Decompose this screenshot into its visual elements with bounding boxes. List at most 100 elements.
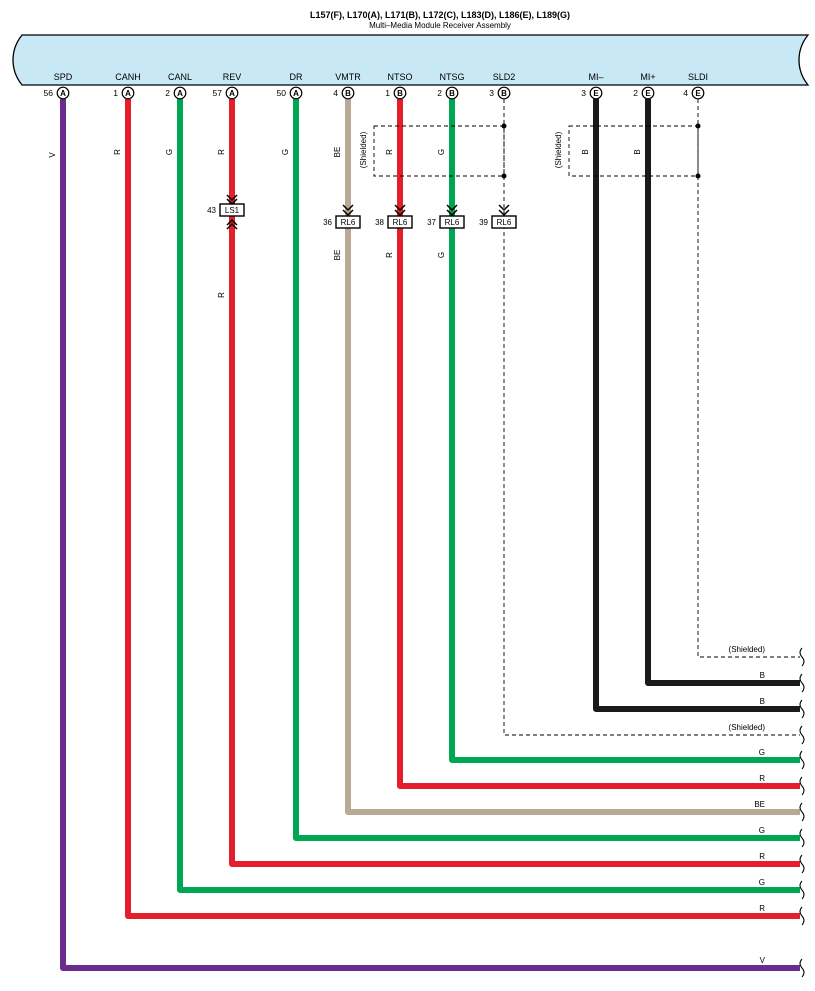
chevron-down-icon <box>226 194 238 206</box>
shield-outline <box>373 125 505 177</box>
shield-junction <box>695 173 701 179</box>
connector-label: RL6 <box>341 218 356 227</box>
wire-end-label: B <box>760 697 765 706</box>
wire-break-icon <box>799 828 805 848</box>
connector-letter: A <box>177 89 183 98</box>
connector-letter: A <box>125 89 131 98</box>
pin-number: 2 <box>633 88 638 98</box>
module-receiver-assembly <box>12 34 810 86</box>
wire-color-label: R <box>113 149 122 155</box>
pin-number: 4 <box>333 88 338 98</box>
connector-cavity-number: 39 <box>479 218 488 227</box>
wire-ntsg <box>449 99 800 763</box>
wire-break-marks <box>799 647 805 978</box>
pin-terminal <box>56 86 70 100</box>
wire-spd <box>60 99 800 971</box>
wire-dr <box>293 99 800 841</box>
pin-name: REV <box>223 72 242 82</box>
pin-name: NTSO <box>387 72 412 82</box>
connector-letter: B <box>345 89 351 98</box>
wire-color-label: BE <box>333 147 342 158</box>
chevron-down-icon <box>342 204 354 217</box>
shield-layer: (Shielded)(Shielded) <box>359 123 701 179</box>
pin-name: CANL <box>168 72 192 82</box>
shield-junction <box>501 173 507 179</box>
wire-color-label: B <box>633 149 642 154</box>
pin-terminal <box>121 86 135 100</box>
pin-terminal <box>691 86 705 100</box>
pin-number: 56 <box>44 88 54 98</box>
pin-number: 1 <box>385 88 390 98</box>
pin-name: SLDI <box>688 72 708 82</box>
chevron-up-icon <box>226 218 238 230</box>
pin-terminal <box>173 86 187 100</box>
chevron-down-icon <box>446 204 458 217</box>
connector-letter: B <box>449 89 455 98</box>
pin-terminal <box>497 86 511 100</box>
wire-end-label: (Shielded) <box>729 723 766 732</box>
wire-color-label: R <box>217 149 226 155</box>
diagram-subtitle: Multi–Media Module Receiver Assembly <box>369 21 511 30</box>
pin-number: 50 <box>277 88 287 98</box>
wire-color-label: R <box>385 252 394 258</box>
chevron-down-icon <box>498 204 510 217</box>
connector-letter: B <box>501 89 507 98</box>
shield-junction <box>695 123 701 129</box>
wire-break-icon <box>799 906 805 926</box>
wire-color-label: G <box>437 252 446 258</box>
diagram-title: L157(F), L170(A), L171(B), L172(C), L183… <box>310 10 570 20</box>
wire-break-icon <box>799 647 805 667</box>
shield-wire-sldi <box>697 99 800 658</box>
pin-name: SPD <box>54 72 73 82</box>
wire-break-icon <box>799 854 805 874</box>
wire-end-label: V <box>760 956 766 965</box>
wire-break-icon <box>799 699 805 719</box>
wire-color-label: R <box>385 149 394 155</box>
wire-color-label: R <box>217 292 226 298</box>
wire-break-icon <box>799 958 805 978</box>
shield-outline <box>568 125 699 177</box>
wire-break-icon <box>799 750 805 770</box>
chevron-down-icon <box>394 204 406 217</box>
wire-color-label: B <box>581 149 590 154</box>
shield-group-2: (Shielded) <box>554 123 701 179</box>
pin-name: MI+ <box>640 72 655 82</box>
pin-number: 3 <box>489 88 494 98</box>
wire-rev <box>229 99 800 867</box>
connector-cavity-number: 36 <box>323 218 332 227</box>
connector-letter: E <box>645 89 651 98</box>
connector-label: RL6 <box>445 218 460 227</box>
wire-vmtr <box>345 99 800 815</box>
connector-letter: A <box>229 89 235 98</box>
inline-connector-rl6-38: RL6 38 <box>375 204 413 229</box>
pin-number: 4 <box>683 88 688 98</box>
wire-end-label: B <box>760 671 765 680</box>
wire-canh <box>125 99 800 919</box>
wire-break-icon <box>799 725 805 745</box>
pin-terminal <box>641 86 655 100</box>
connector-label: RL6 <box>393 218 408 227</box>
wire-color-label: G <box>165 149 174 155</box>
wire-end-label: R <box>759 904 765 913</box>
wire-break-icon <box>799 880 805 900</box>
connector-cavity-number: 38 <box>375 218 384 227</box>
wire-end-label: R <box>759 852 765 861</box>
wire-end-label: G <box>759 878 765 887</box>
connector-letter: A <box>60 89 66 98</box>
connector-letter: A <box>293 89 299 98</box>
wire-end-label: G <box>759 826 765 835</box>
